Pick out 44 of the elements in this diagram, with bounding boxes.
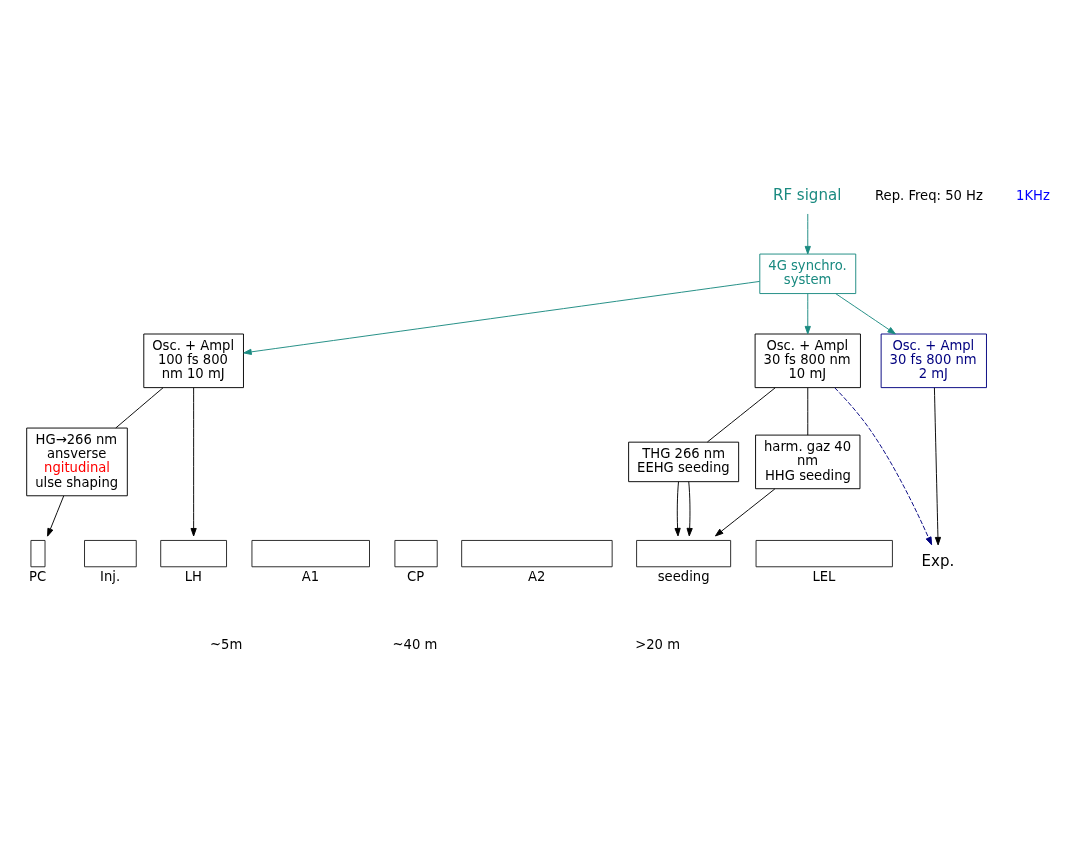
- node-label: A1: [301, 569, 320, 585]
- arrow: [190, 387, 197, 537]
- node-label: A2: [527, 569, 546, 585]
- arrow: [834, 387, 933, 546]
- arrow: [835, 293, 896, 335]
- label: ~40 m: [392, 636, 438, 652]
- node-label: CP: [407, 569, 425, 585]
- arrow: [804, 213, 811, 255]
- node-box: Osc. + Ampl 30 fs 800 nm 2 mJ: [880, 333, 987, 389]
- arrow: [933, 387, 942, 546]
- arrow: [804, 293, 811, 335]
- node-box: [160, 539, 227, 568]
- node-box: Osc. + Ampl 30 fs 800 nm 10 mJ: [754, 333, 861, 389]
- connector: [115, 387, 164, 429]
- node-label: LEL: [812, 569, 836, 585]
- node-box: [636, 539, 732, 568]
- label: ~5m: [210, 636, 243, 652]
- node-box: Osc. + Ampl 100 fs 800 nm 10 mJ: [143, 333, 244, 389]
- node-box: harm. gaz 40 nm HHG seeding: [755, 434, 861, 490]
- node-text: Exp.: [921, 551, 955, 570]
- node-box: 4G synchro. system: [759, 253, 857, 295]
- label: >20 m: [635, 636, 680, 652]
- node-box: HG→266 nm ansverse ngitudinal ulse shaping: [26, 427, 128, 497]
- node-box: [394, 539, 438, 568]
- arrow: [714, 488, 776, 537]
- arrow: [674, 481, 681, 537]
- label: 1KHz: [1016, 188, 1050, 204]
- arrow: [686, 481, 693, 537]
- arrow: [47, 495, 65, 537]
- node-box: [30, 539, 46, 568]
- arrow: [243, 280, 761, 355]
- node-label: seeding: [657, 569, 710, 585]
- connector: [706, 387, 776, 443]
- node-box: [461, 539, 613, 568]
- node-box: [251, 539, 370, 568]
- node-label: PC: [29, 569, 47, 585]
- connector: [807, 387, 809, 436]
- node-label: Inj.: [100, 569, 121, 585]
- label: Rep. Freq: 50 Hz: [875, 188, 983, 204]
- node-text: RF signal: [772, 186, 842, 205]
- node-box: [84, 539, 137, 568]
- node-box: THG 266 nm EEHG seeding: [628, 441, 740, 483]
- node-box: [755, 539, 893, 568]
- node-label: LH: [184, 569, 202, 585]
